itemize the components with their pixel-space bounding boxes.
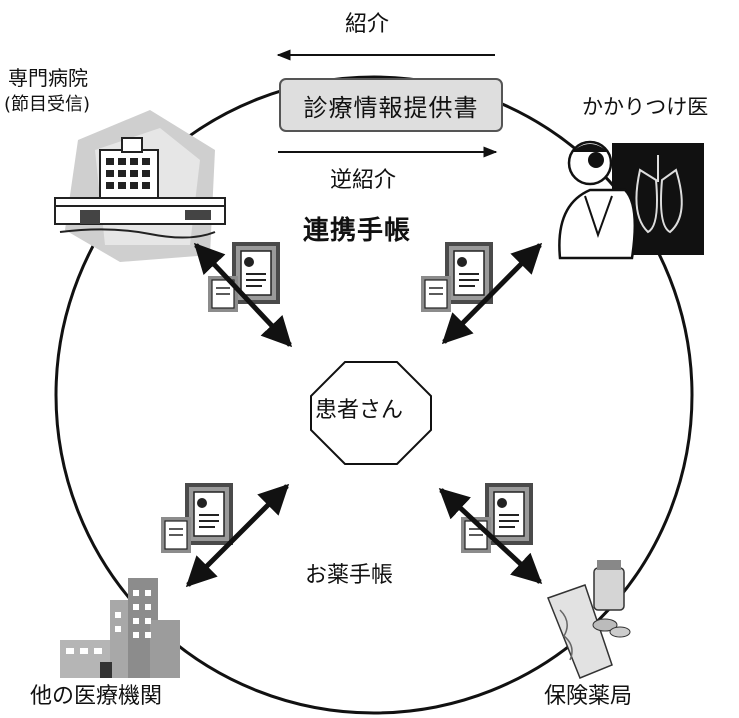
patient-label: 患者さん [315, 398, 404, 423]
cooperation-notebook-label: 連携手帳 [303, 216, 412, 246]
introduction-label: 紹介 [345, 12, 390, 37]
family-doctor-label: かかりつけ医 [582, 95, 709, 119]
specialty-hospital-label: 専門病院 [8, 66, 88, 90]
doctor-icon [558, 140, 704, 260]
notebook-icon [160, 482, 234, 554]
medicine-notebook-label: お薬手帳 [305, 563, 394, 588]
notebook-icon [207, 241, 281, 313]
hospital-building-icon [54, 110, 226, 262]
outer-ring [54, 75, 694, 715]
building-icon [60, 578, 180, 678]
pharmacy-label: 保険薬局 [544, 684, 633, 709]
document-box: 診療情報提供書 [279, 78, 503, 132]
patient-octagon [310, 361, 432, 465]
arrow-doctor-patient [441, 242, 543, 345]
arrow-hospital-patient [193, 242, 293, 348]
arrow-pharmacy-patient [438, 487, 543, 585]
reverse-introduction-label: 逆紹介 [330, 168, 397, 193]
pharmacy-medicine-icon [547, 560, 631, 679]
specialty-hospital-note: (節目受信) [4, 94, 91, 115]
other-institution-label: 他の医療機関 [30, 684, 163, 709]
arrow-other-patient [185, 483, 290, 588]
